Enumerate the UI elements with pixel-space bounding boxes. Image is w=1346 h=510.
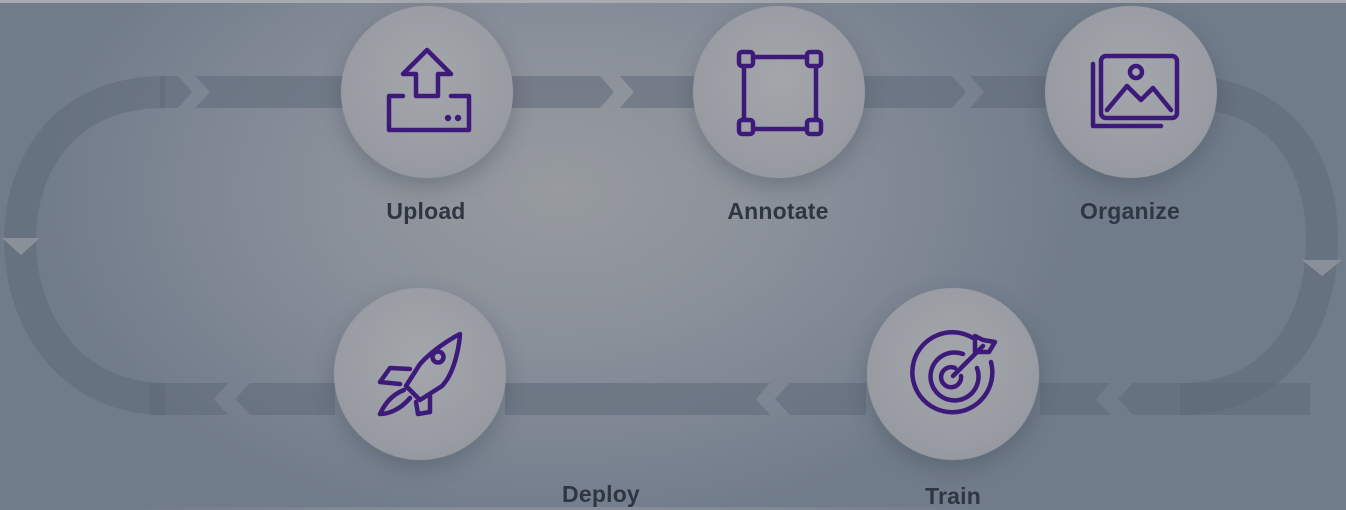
top-segment-2: [512, 76, 614, 108]
left-arc: [3, 76, 166, 415]
bottom-segment-4: [505, 383, 770, 415]
organize-node[interactable]: [1045, 6, 1217, 178]
upload-node[interactable]: [341, 6, 513, 178]
bottom-segment-6: [150, 383, 228, 415]
right-arc: [1179, 76, 1339, 415]
train-label: Train: [925, 483, 981, 509]
top-segment-5: [970, 76, 1046, 108]
annotate-label: Annotate: [727, 198, 829, 224]
bounding-box-icon: [736, 49, 824, 137]
deploy-node[interactable]: [334, 288, 506, 460]
left-arc-notch: [2, 238, 40, 255]
organize-label: Organize: [1079, 198, 1180, 224]
bottom-segment-5: [235, 383, 335, 415]
top-edge-line: [0, 0, 1346, 3]
top-segment-4: [864, 76, 966, 108]
top-segment-3: [620, 76, 694, 108]
right-arc-notch: [1302, 260, 1342, 276]
upload-icon: [386, 47, 472, 133]
top-segment-1: [195, 76, 345, 108]
image-stack-icon: [1090, 53, 1180, 129]
rocket-icon: [377, 331, 463, 417]
top-arrow-1: [160, 76, 192, 108]
train-node[interactable]: [867, 288, 1039, 460]
deploy-label: Deploy: [562, 481, 640, 507]
bottom-segment-2: [1040, 383, 1110, 415]
bottom-segment-3: [775, 383, 866, 415]
annotate-node[interactable]: [693, 6, 865, 178]
target-icon: [910, 330, 998, 415]
upload-label: Upload: [386, 198, 466, 224]
